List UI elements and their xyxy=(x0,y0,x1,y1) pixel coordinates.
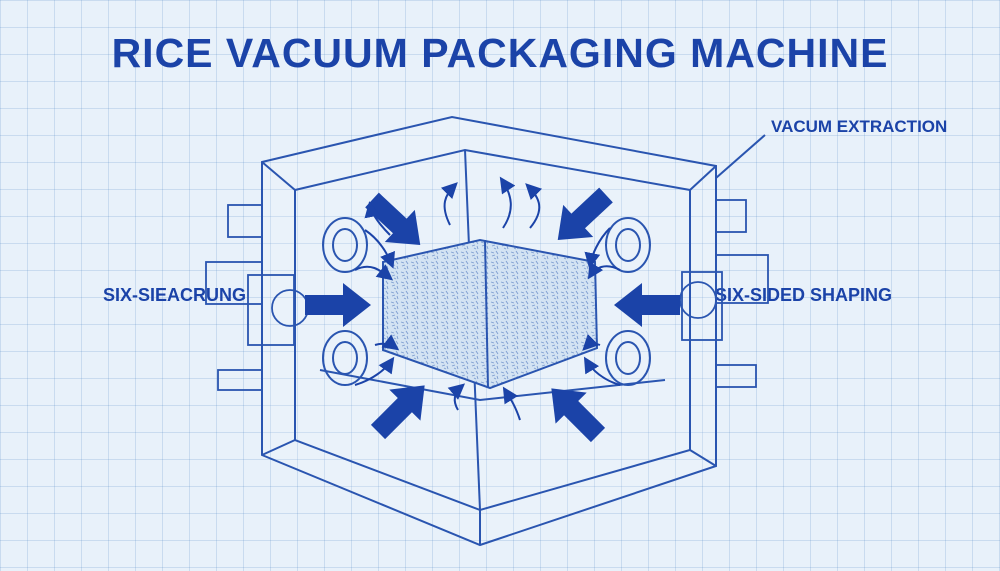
arrow-lower-left xyxy=(370,385,425,440)
airflow-arrows xyxy=(354,176,621,421)
vacuum-ports xyxy=(322,217,651,386)
diagram-title: RICE VACUUM PACKAGING MACHINE xyxy=(111,30,889,76)
arrow-lower-right xyxy=(551,388,606,443)
arrow-upper-right xyxy=(557,187,613,241)
arrow-right xyxy=(614,283,680,327)
arrow-left xyxy=(305,283,371,327)
label-six-sided-shaping: SIX-SIDED SHAPING xyxy=(715,285,893,305)
right-side-fixture xyxy=(679,199,769,388)
label-six-sieacrung: SIX-SIEACRUNG xyxy=(103,285,247,305)
vacuum-leader-line xyxy=(715,134,766,179)
label-vacuum-extraction: VACUM EXTRACTION xyxy=(771,117,948,136)
